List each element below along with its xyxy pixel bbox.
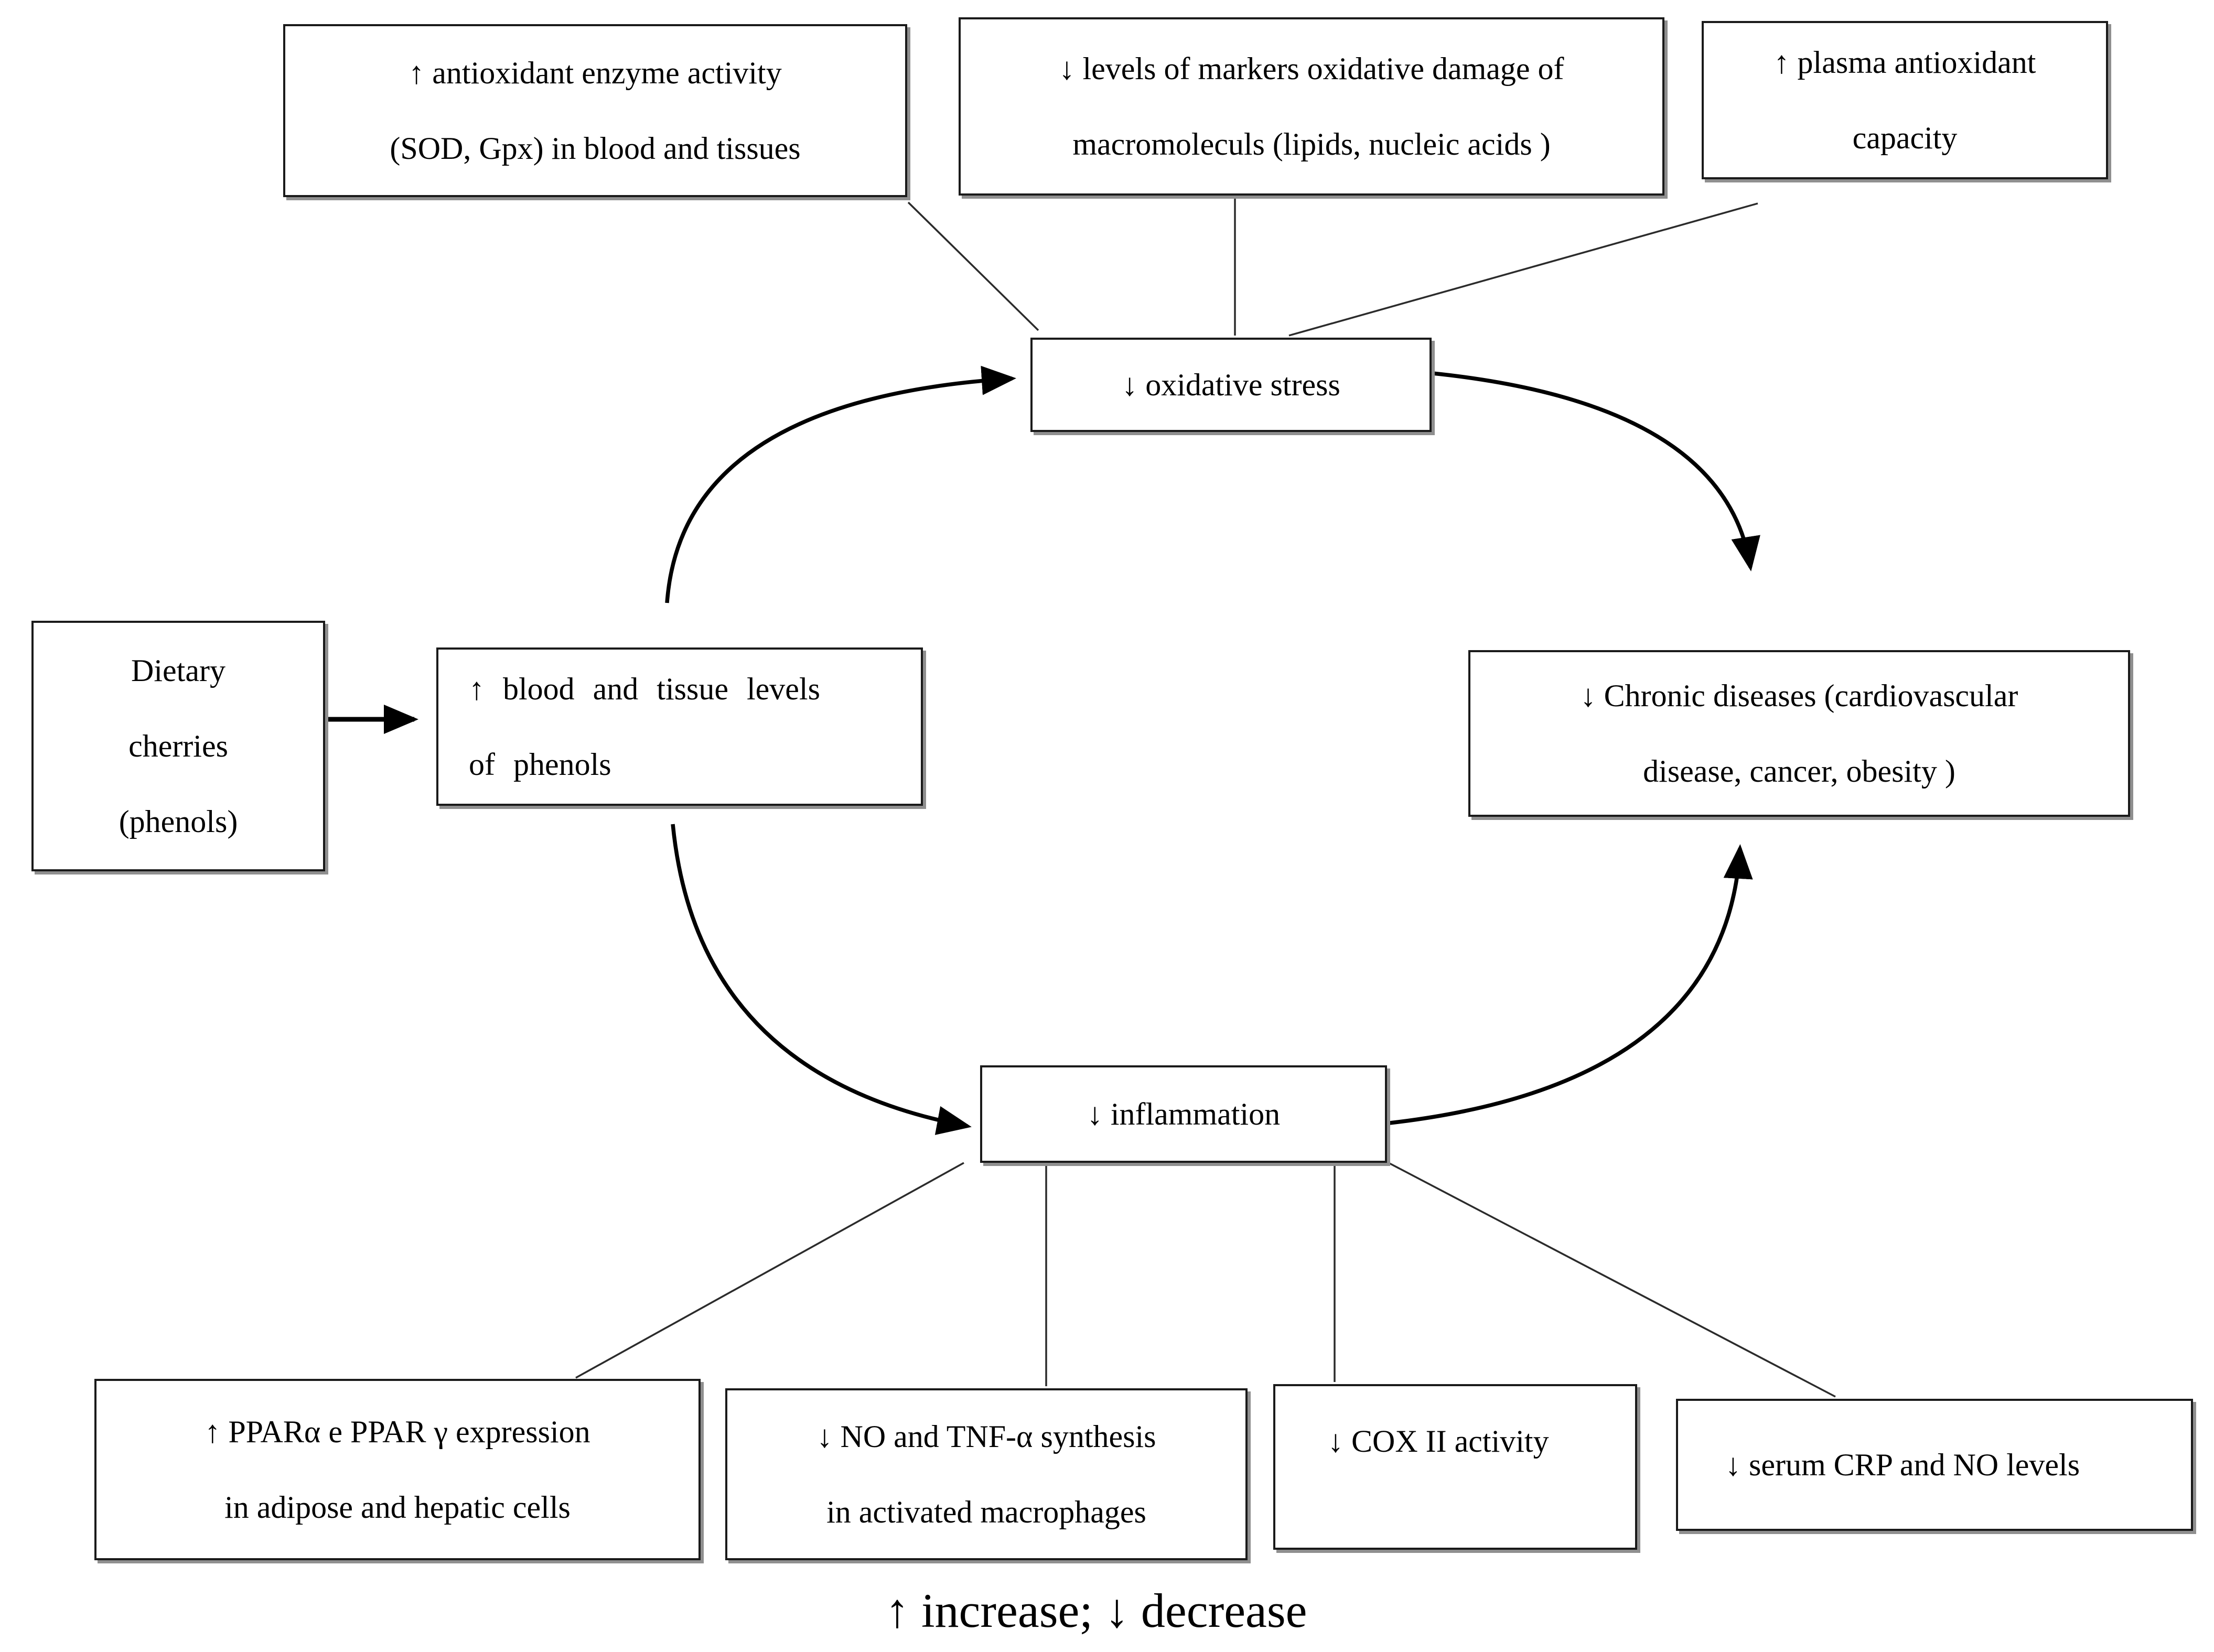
node-antioxidant-line2: (SOD, Gpx) in blood and tissues — [390, 131, 801, 166]
node-cox-activity: ↓ COX II activity — [1273, 1384, 1637, 1550]
node-ppar-line2: in adipose and hepatic cells — [224, 1490, 571, 1525]
node-oxidative-stress-label: ↓ oxidative stress — [1122, 368, 1340, 402]
connector-antioxidant-to-oxidative-stress — [907, 201, 1039, 331]
node-no-tnf-synthesis: ↓ NO and TNF-α synthesis in activated ma… — [725, 1388, 1248, 1560]
node-ppar-expression: ↑ PPARα e PPAR γ expression in adipose a… — [94, 1379, 701, 1560]
node-blood-tissue-phenols: ↑ blood and tissue levels of phenols — [436, 647, 923, 806]
node-antioxidant-enzyme-activity: ↑ antioxidant enzyme activity (SOD, Gpx)… — [283, 24, 907, 197]
node-dietary-line2: cherries — [128, 729, 228, 763]
node-antioxidant-line1: ↑ antioxidant enzyme activity — [409, 56, 782, 90]
node-serum-label: ↓ serum CRP and NO levels — [1725, 1448, 2080, 1482]
node-inflammation-label: ↓ inflammation — [1087, 1097, 1281, 1131]
node-chronic-line1: ↓ Chronic diseases (cardiovascular — [1580, 678, 2018, 713]
node-cox-label: ↓ COX II activity — [1328, 1424, 1549, 1459]
connector-inflammation-to-ppar — [575, 1162, 964, 1379]
node-dietary-cherries: Dietary cherries (phenols) — [31, 621, 325, 871]
node-ppar-line1: ↑ PPARα e PPAR γ expression — [205, 1415, 590, 1449]
node-serum-crp-no: ↓ serum CRP and NO levels — [1676, 1399, 2193, 1531]
connector-inflammation-to-serum — [1388, 1162, 1836, 1398]
node-plasma-line2: capacity — [1852, 121, 1958, 155]
legend-increase-decrease: ↑ increase; ↓ decrease — [885, 1584, 1307, 1637]
arrow-oxidative-stress-to-chronic — [1432, 371, 1760, 571]
node-phenols-line2: of phenols — [469, 747, 611, 782]
node-markers-line1: ↓ levels of markers oxidative damage of — [1059, 51, 1564, 86]
node-chronic-diseases: ↓ Chronic diseases (cardiovascular disea… — [1468, 650, 2130, 817]
node-oxidative-damage-markers: ↓ levels of markers oxidative damage of … — [959, 17, 1664, 196]
arrow-inflammation-to-chronic — [1389, 844, 1753, 1125]
node-phenols-line1: ↑ blood and tissue levels — [469, 672, 820, 706]
node-no-tnf-line2: in activated macrophages — [826, 1495, 1146, 1529]
connector-plasma-to-oxidative-stress — [1288, 202, 1758, 337]
node-inflammation: ↓ inflammation — [980, 1065, 1387, 1163]
node-dietary-line3: (phenols) — [119, 804, 238, 839]
node-plasma-line1: ↑ plasma antioxidant — [1774, 45, 2036, 80]
node-dietary-line1: Dietary — [131, 653, 225, 688]
node-plasma-antioxidant-capacity: ↑ plasma antioxidant capacity — [1702, 21, 2108, 179]
node-markers-line2: macromoleculs (lipids, nucleic acids ) — [1072, 127, 1551, 161]
arrow-phenols-to-oxidative-stress — [665, 365, 1016, 603]
node-no-tnf-line1: ↓ NO and TNF-α synthesis — [816, 1419, 1156, 1454]
node-oxidative-stress: ↓ oxidative stress — [1030, 338, 1432, 432]
node-chronic-line2: disease, cancer, obesity ) — [1643, 754, 1955, 789]
arrow-phenols-to-inflammation — [671, 824, 972, 1135]
